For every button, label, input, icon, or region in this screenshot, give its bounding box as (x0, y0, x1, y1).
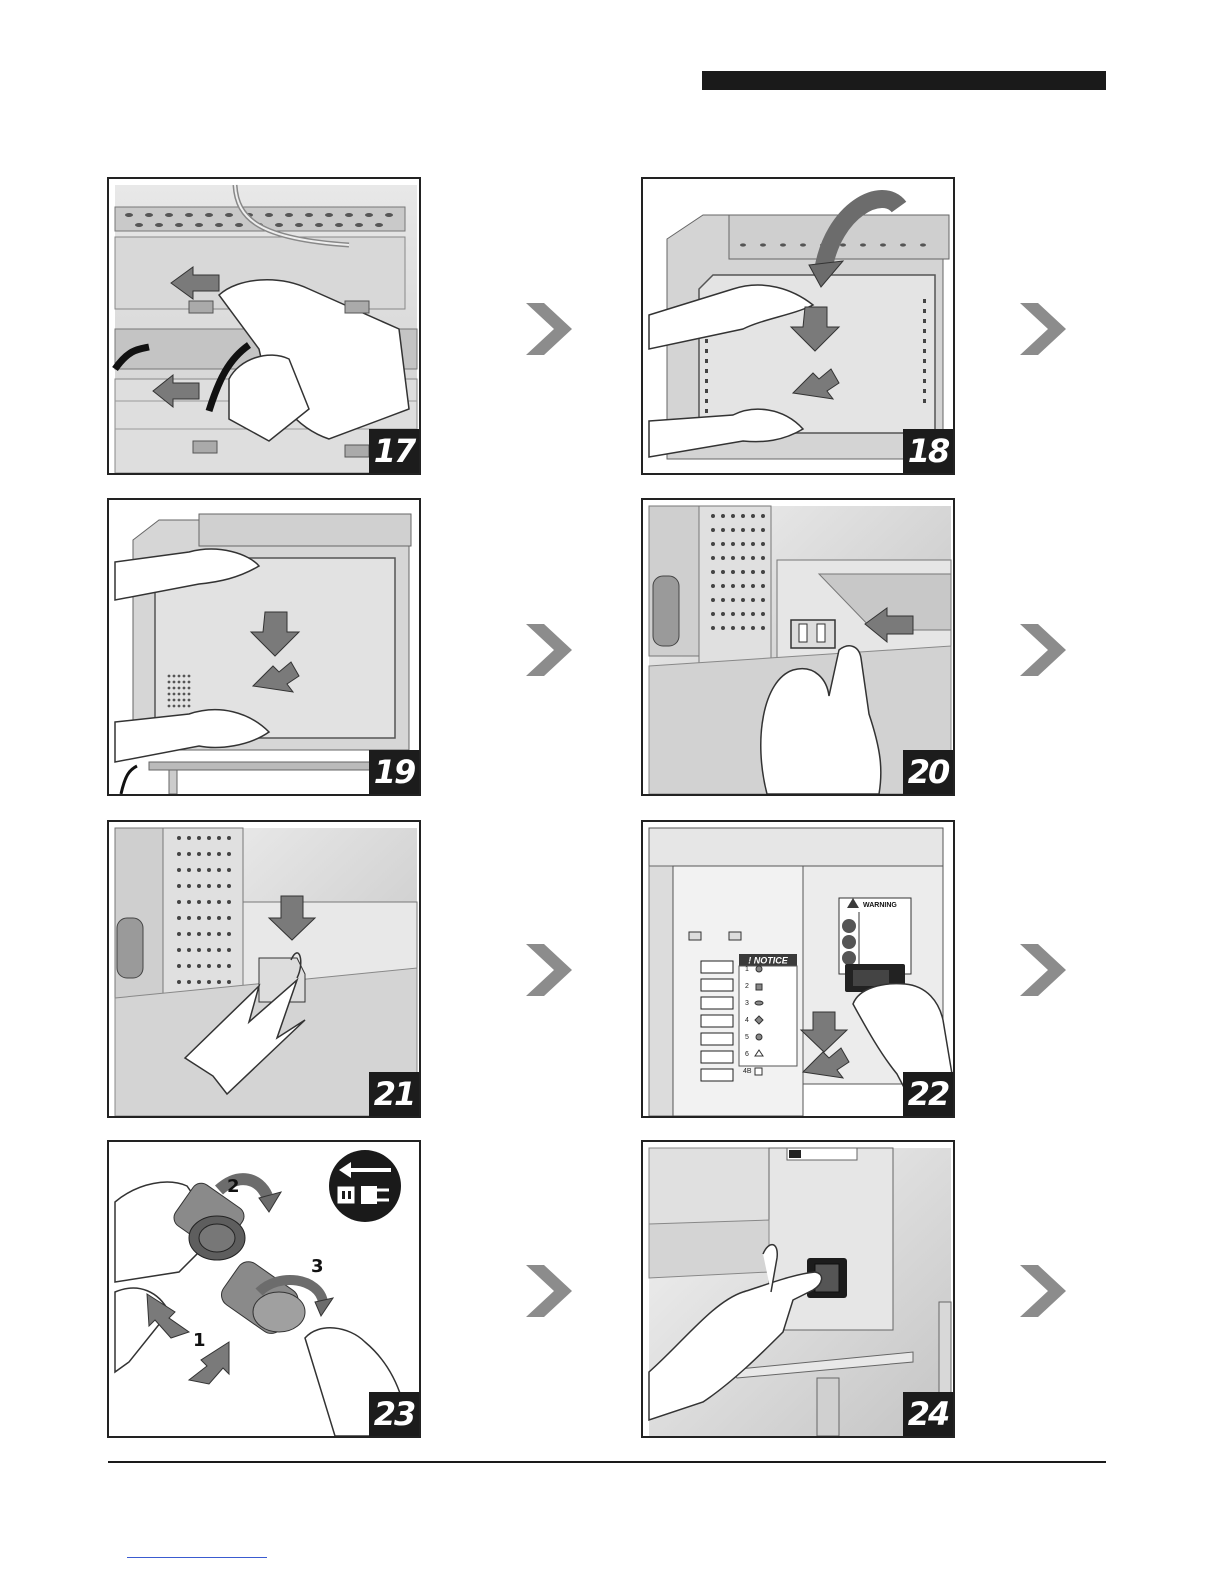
step-number: 23 (369, 1392, 419, 1436)
callout-number: 1 (193, 1330, 206, 1351)
notice-row: 4B (743, 1068, 752, 1075)
step-23-illustration: 2 3 1 23 (107, 1140, 421, 1438)
step-number: 19 (369, 750, 419, 794)
chevron-right-icon (526, 303, 572, 355)
step-number: 21 (369, 1072, 419, 1116)
step-number: 18 (903, 429, 953, 473)
step-number: 24 (903, 1392, 953, 1436)
notice-row: 2 (745, 983, 749, 990)
callout-number: 2 (227, 1176, 240, 1197)
chevron-right-icon (526, 944, 572, 996)
notice-row: 6 (745, 1051, 749, 1058)
step-22-illustration: ! NOTICE 1 2 3 4 5 6 4B WARNING 22 (641, 820, 955, 1118)
warning-label: WARNING (863, 902, 897, 909)
notice-row: 5 (745, 1034, 749, 1041)
unplug-symbol-icon (329, 1150, 401, 1222)
notice-row: 3 (745, 1000, 749, 1007)
step-20-illustration: 20 (641, 498, 955, 796)
notice-label: ! NOTICE (748, 956, 788, 966)
chevron-right-icon (1020, 1265, 1066, 1317)
notice-row: 4 (745, 1017, 749, 1024)
notice-row: 1 (745, 966, 749, 973)
chevron-right-icon (526, 624, 572, 676)
chevron-right-icon (1020, 303, 1066, 355)
footer-link-underline[interactable] (127, 1557, 267, 1558)
step-19-illustration: 19 (107, 498, 421, 796)
footer-rule (108, 1461, 1106, 1463)
step-17-illustration: 17 (107, 177, 421, 475)
chevron-right-icon (1020, 944, 1066, 996)
step-24-illustration: 24 (641, 1140, 955, 1438)
chevron-right-icon (1020, 624, 1066, 676)
step-18-illustration: 18 (641, 177, 955, 475)
step-number: 22 (903, 1072, 953, 1116)
header-bar (702, 71, 1106, 90)
step-21-illustration: 21 (107, 820, 421, 1118)
step-number: 20 (903, 750, 953, 794)
step-number: 17 (369, 429, 419, 473)
callout-number: 3 (311, 1256, 324, 1277)
chevron-right-icon (526, 1265, 572, 1317)
